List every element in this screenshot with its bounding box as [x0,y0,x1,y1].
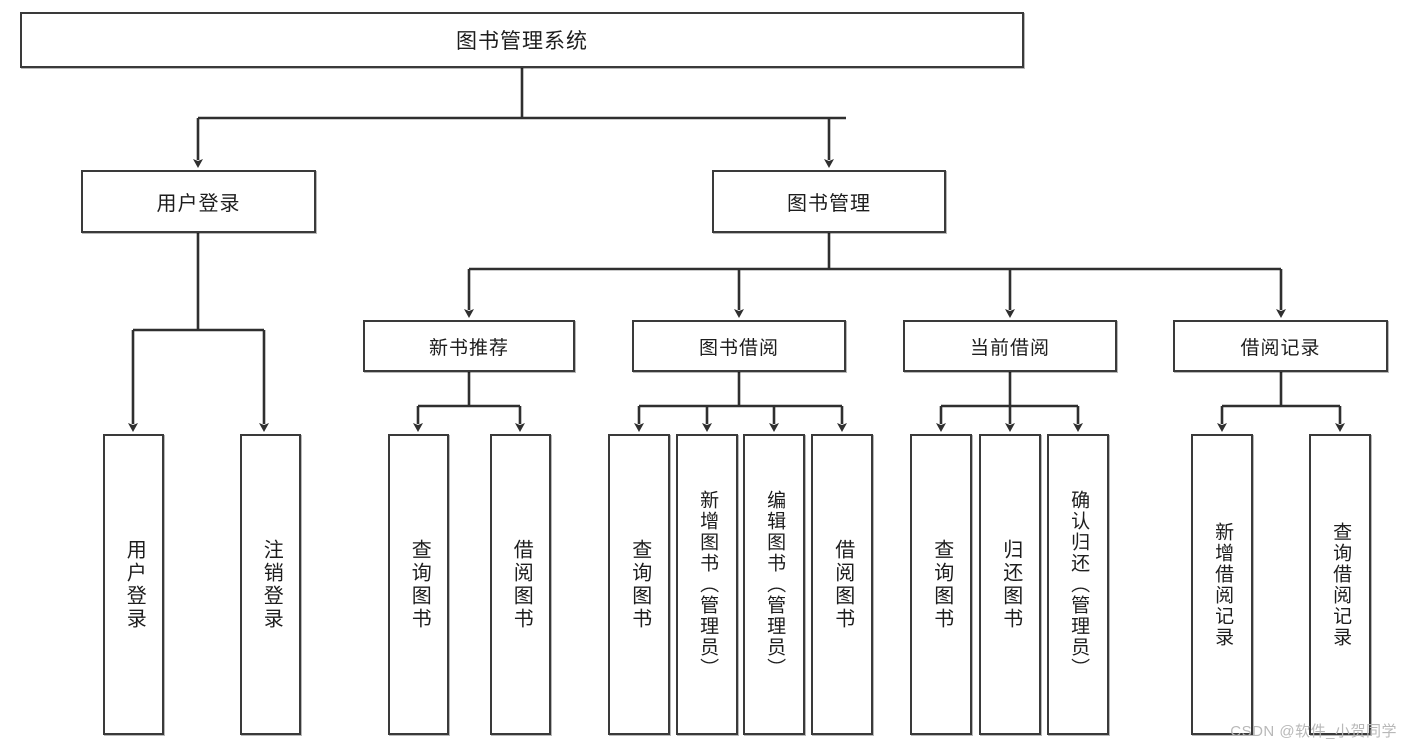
node-label: 用户登录 [156,193,241,215]
node-label: 图书管理系统 [456,30,588,53]
node-label: 图书管理 [787,193,871,215]
leaf-label: 归还图书 [999,538,1022,631]
node-label: 新书推荐 [428,337,509,359]
node-new-book-recommend[interactable]: 新书推荐 [363,320,575,372]
leaf-label: 借阅图书 [510,538,533,631]
leaf-user-logout[interactable]: 注销登录 [240,434,301,735]
leaf-label: 查询图书 [408,538,431,631]
leaf-user-login[interactable]: 用户登录 [103,434,164,735]
node-label: 借阅记录 [1240,337,1321,359]
leaf-label: 查询借阅记录 [1330,521,1352,648]
node-book-management-system[interactable]: 图书管理系统 [20,12,1024,68]
leaf-query-book-borrow[interactable]: 查询图书 [608,434,670,735]
leaf-query-borrow-record[interactable]: 查询借阅记录 [1309,434,1371,735]
node-user-login[interactable]: 用户登录 [81,170,316,233]
leaf-edit-book[interactable]: 编辑图书（管理员） [743,434,805,735]
leaf-confirm-return[interactable]: 确认归还（管理员） [1047,434,1109,735]
node-borrow-record[interactable]: 借阅记录 [1173,320,1388,372]
leaf-label: 借阅图书 [831,538,854,631]
leaf-label: 新增借阅记录 [1212,521,1234,648]
leaf-label: 新增图书（管理员） [697,490,719,679]
leaf-borrow-book-recommend[interactable]: 借阅图书 [490,434,551,735]
leaf-label: 编辑图书（管理员） [764,490,786,679]
node-book-borrow[interactable]: 图书借阅 [632,320,846,372]
leaf-add-book[interactable]: 新增图书（管理员） [676,434,738,735]
leaf-query-book-recommend[interactable]: 查询图书 [388,434,449,735]
leaf-add-borrow-record[interactable]: 新增借阅记录 [1191,434,1253,735]
node-label: 当前借阅 [969,337,1050,359]
node-label: 图书借阅 [698,337,779,359]
leaf-borrow-book[interactable]: 借阅图书 [811,434,873,735]
watermark-text: CSDN @软件_小贺同学 [1230,723,1397,740]
leaf-label: 查询图书 [628,538,651,631]
node-book-manage[interactable]: 图书管理 [712,170,946,233]
leaf-label: 确认归还（管理员） [1068,490,1090,679]
node-current-borrow[interactable]: 当前借阅 [903,320,1117,372]
leaf-label: 注销登录 [260,538,283,631]
leaf-label: 用户登录 [123,538,146,631]
leaf-return-book[interactable]: 归还图书 [979,434,1041,735]
leaf-label: 查询图书 [930,538,953,631]
leaf-query-book-current[interactable]: 查询图书 [910,434,972,735]
